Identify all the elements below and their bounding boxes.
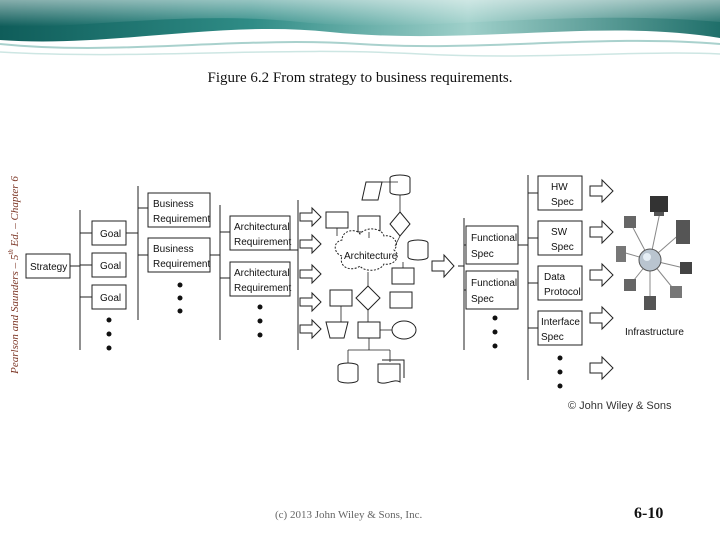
business-requirement-box (147, 192, 211, 228)
infrastructure-graphic: Infrastructure (616, 196, 692, 338)
interface-spec-box (537, 310, 583, 346)
hw-spec-label: HW (551, 182, 568, 193)
business-requirement-label: Business (153, 199, 194, 210)
functional-spec-box (465, 270, 519, 310)
output-arrows (589, 178, 614, 381)
goal-box (91, 252, 127, 278)
architectural-requirement-label: Requirement (234, 237, 291, 248)
functional-spec-label: Spec (471, 294, 494, 305)
architectural-requirement-label: Architectural (234, 268, 290, 279)
architectural-requirement-label: Requirement (234, 283, 291, 294)
slide-title: Figure 6.2 From strategy to business req… (207, 70, 513, 86)
slide-number: 6-10 (634, 505, 664, 522)
architectural-requirement-box (229, 261, 291, 297)
header-banner (0, 0, 720, 62)
architecture-label: Architecture (344, 251, 398, 262)
footer-copyright: (c) 2013 John Wiley & Sons, Inc. (275, 509, 423, 521)
goal-box (91, 284, 127, 310)
data-protocol-label: Data (544, 272, 566, 283)
business-requirement-label: Requirement (153, 259, 210, 270)
sw-spec-label: SW (551, 227, 568, 238)
functional-spec-label: Spec (471, 249, 494, 260)
architectural-requirement-label: Architectural (234, 222, 290, 233)
interface-spec-label: Spec (541, 332, 564, 343)
input-arrows (299, 206, 322, 340)
sw-spec-box (537, 220, 583, 256)
architecture-cluster (325, 174, 429, 384)
goal-label: Goal (100, 261, 121, 272)
business-requirement-box (147, 237, 211, 273)
goal-label: Goal (100, 229, 121, 240)
business-requirement-label: Requirement (153, 214, 210, 225)
functional-spec-label: Functional (471, 278, 517, 289)
architectural-requirement-box (229, 215, 291, 251)
data-protocol-label: Protocol (544, 287, 581, 298)
functional-spec-label: Functional (471, 233, 517, 244)
goal-label: Goal (100, 293, 121, 304)
business-requirement-label: Business (153, 244, 194, 255)
data-protocol-box (537, 265, 583, 301)
hw-spec-label: Spec (551, 197, 574, 208)
sw-spec-label: Spec (551, 242, 574, 253)
functional-spec-box (465, 225, 519, 265)
figure-copyright: © John Wiley & Sons (568, 400, 672, 412)
arrow-to-functional (431, 253, 455, 279)
interface-spec-label: Interface (541, 317, 580, 328)
hw-spec-box (537, 175, 583, 211)
continuation-dots (106, 282, 563, 389)
strategy-label: Strategy (30, 262, 67, 273)
goal-box (91, 220, 127, 246)
infrastructure-label: Infrastructure (625, 327, 684, 338)
